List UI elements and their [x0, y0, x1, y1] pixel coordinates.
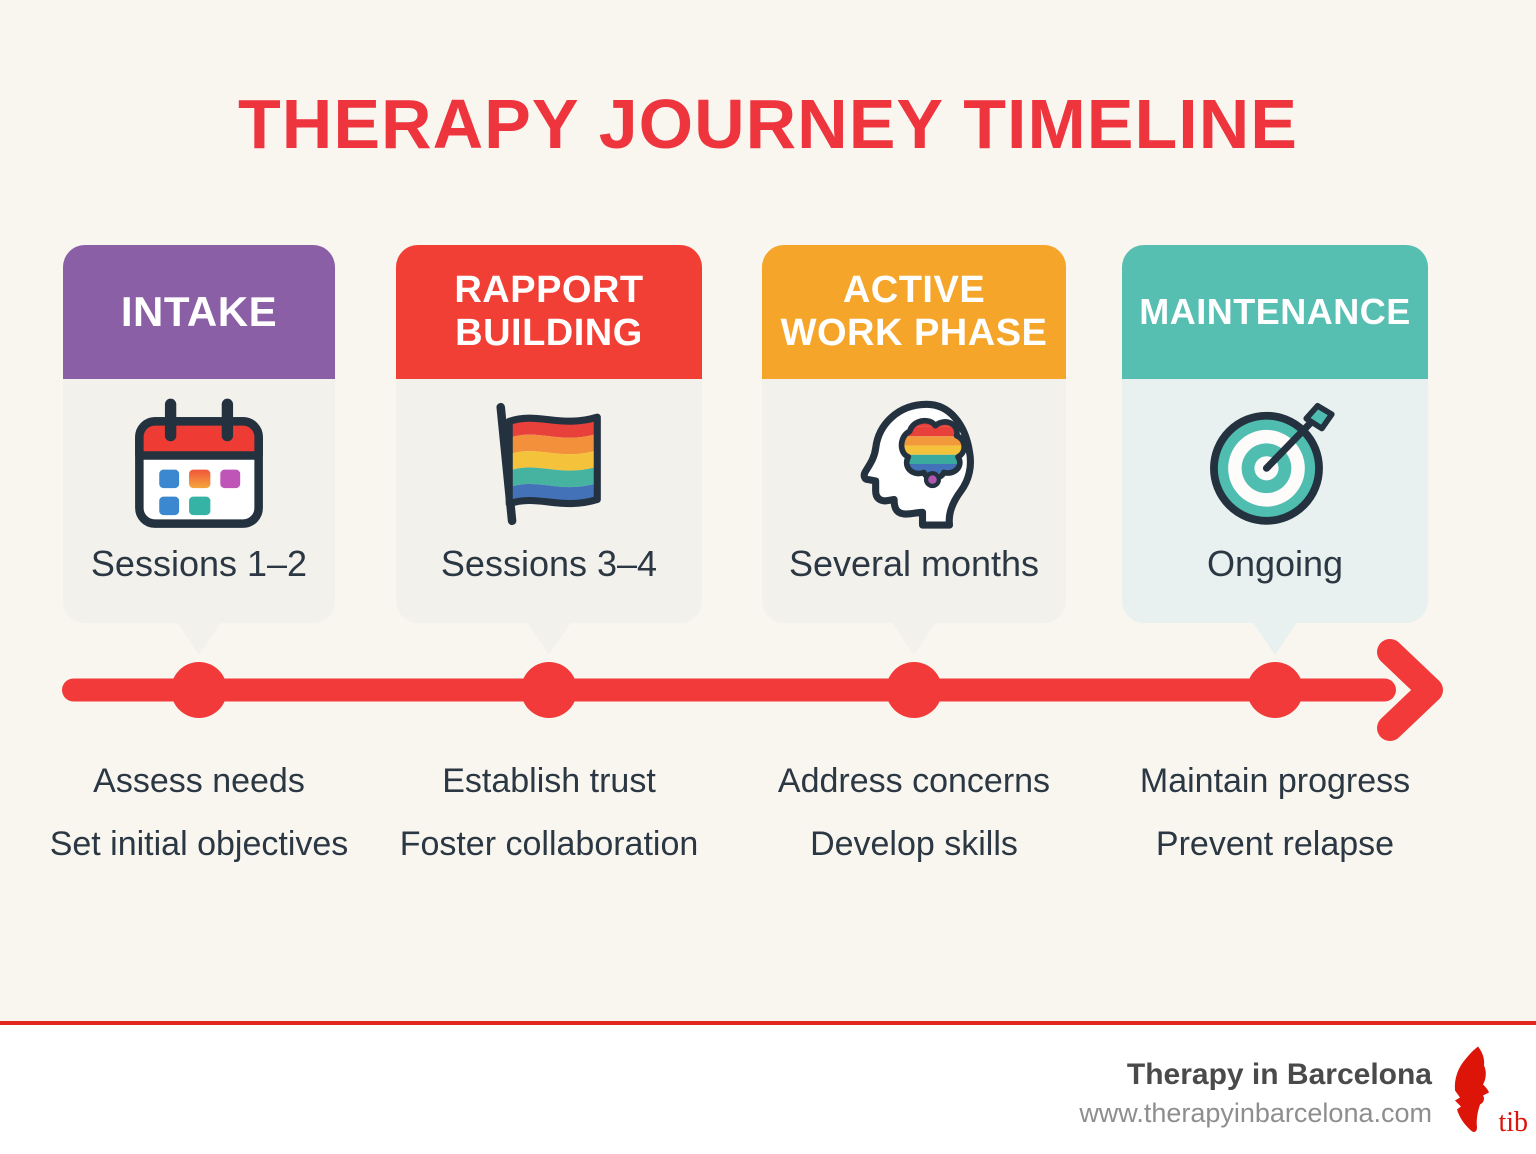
phase-body: Several months — [762, 379, 1066, 623]
phase-duration: Sessions 1–2 — [90, 543, 308, 584]
phase-header: RAPPORT BUILDING — [396, 245, 702, 379]
timeline-dot — [171, 662, 227, 718]
note-line: Develop skills — [810, 825, 1018, 863]
brand-name: Therapy in Barcelona — [1126, 1058, 1432, 1091]
timeline-dot — [521, 662, 577, 718]
phase-body: Sessions 1–2 — [63, 379, 335, 623]
phase-duration: Several months — [788, 543, 1040, 584]
phase-card-rapport-building: RAPPORT BUILDING Sessions 3–4 — [396, 245, 702, 655]
phase-body: Sessions 3–4 — [396, 379, 702, 623]
feather-logo-icon — [1454, 1046, 1489, 1132]
phase-notes-active-work: Address concerns Develop skills — [684, 750, 1144, 876]
phase-card-active-work: ACTIVE WORK PHASE — [762, 245, 1066, 655]
phase-header: ACTIVE WORK PHASE — [762, 245, 1066, 379]
note-line: Assess needs — [93, 762, 305, 800]
brand-logo: tib — [1436, 1043, 1530, 1147]
note-line: Establish trust — [442, 762, 656, 800]
phase-card-maintenance: MAINTENANCE Ongoing — [1122, 245, 1428, 655]
website-url: www.therapyinbarcelona.com — [1079, 1098, 1432, 1128]
phase-title: ACTIVE WORK PHASE — [780, 269, 1048, 354]
phase-card-intake: INTAKE — [63, 245, 335, 655]
phase-duration: Sessions 3–4 — [440, 543, 658, 584]
head-brain-icon — [840, 393, 988, 535]
timeline-dot — [886, 662, 942, 718]
phase-title: INTAKE — [120, 288, 278, 336]
calendar-icon — [125, 393, 273, 535]
timeline-arrow — [62, 639, 1443, 741]
phase-body: Ongoing — [1122, 379, 1428, 623]
footer: Therapy in Barcelona www.therapyinbarcel… — [0, 1025, 1536, 1154]
note-line: Address concerns — [777, 762, 1051, 800]
target-icon — [1201, 393, 1349, 535]
phase-header: INTAKE — [63, 245, 335, 379]
phase-header: MAINTENANCE — [1122, 245, 1428, 379]
footer-divider — [0, 1021, 1536, 1025]
note-line: Set initial objectives — [49, 825, 349, 863]
note-line: Foster collaboration — [399, 825, 699, 863]
phase-notes-maintenance: Maintain progress Prevent relapse — [1045, 750, 1505, 876]
note-line: Prevent relapse — [1155, 825, 1395, 863]
pride-flag-icon — [475, 393, 623, 535]
phase-notes-rapport: Establish trust Foster collaboration — [319, 750, 779, 876]
timeline-dot — [1247, 662, 1303, 718]
phase-duration: Ongoing — [1206, 543, 1344, 584]
page-title: THERAPY JOURNEY TIMELINE — [238, 85, 1298, 163]
note-line: Maintain progress — [1139, 762, 1411, 800]
phase-title: RAPPORT BUILDING — [454, 269, 644, 354]
phase-title: MAINTENANCE — [1139, 290, 1411, 332]
phase-notes-intake: Assess needs Set initial objectives — [0, 750, 429, 876]
logo-text: tib — [1498, 1107, 1528, 1138]
